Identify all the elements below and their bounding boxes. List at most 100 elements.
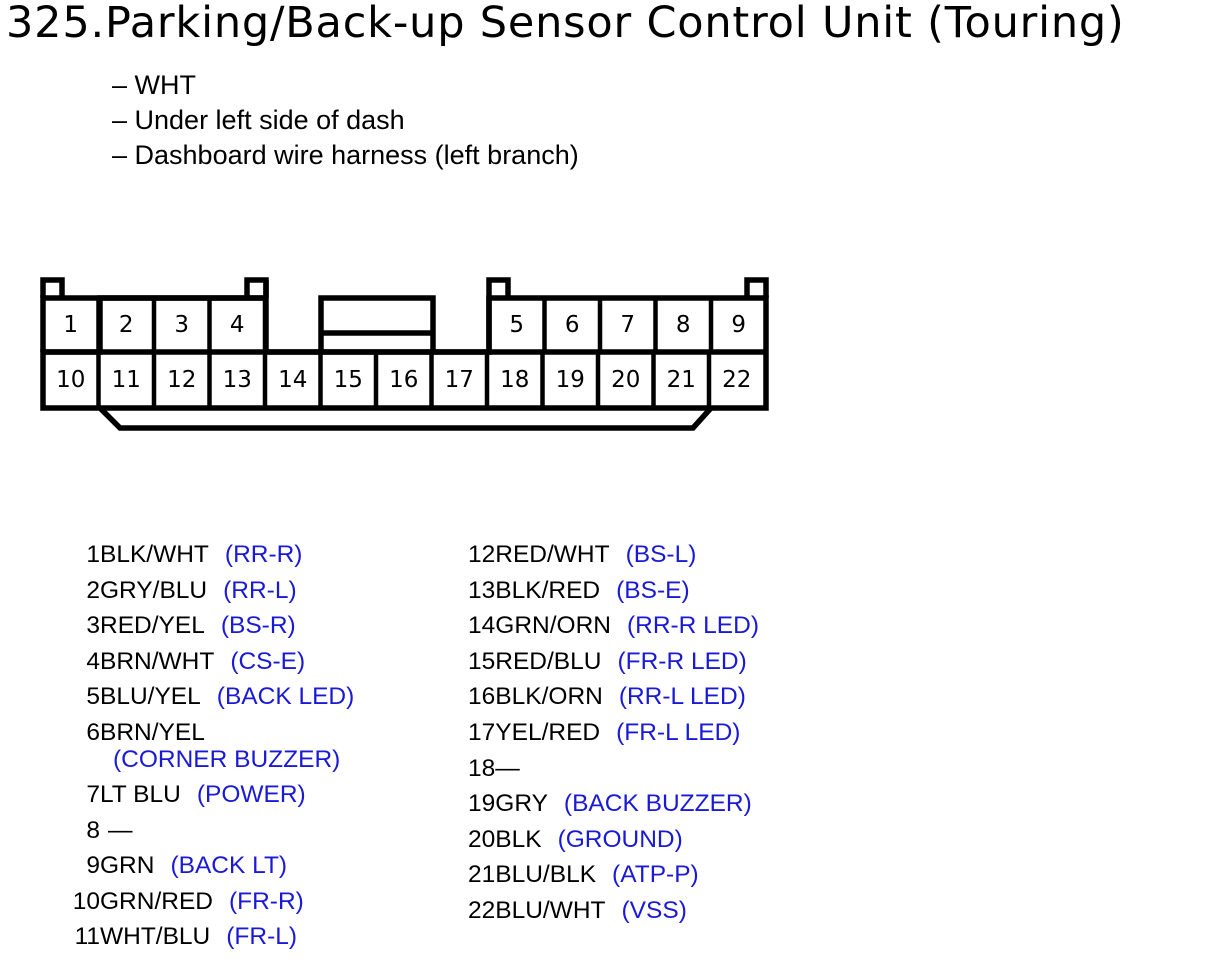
pin-entry: 1BLK/WHT (RR-R) — [72, 537, 452, 573]
wire-color: BRN/YEL — [100, 718, 205, 746]
pin-cavity-18: 18 — [500, 367, 529, 393]
pin-function: (FR-L LED) — [616, 718, 741, 746]
pin-entry: 12RED/WHT(BS-L) — [468, 537, 868, 573]
wire-color: BLU/YEL — [100, 683, 201, 711]
pin-number: 9 — [86, 852, 100, 880]
pin-entry: 3RED/YEL (BS-R) — [72, 608, 452, 644]
pin-number: 17 — [468, 718, 496, 746]
connector-left-inner-latch — [244, 277, 269, 298]
pin-cavity-15: 15 — [334, 367, 363, 393]
pin-cavity-7: 7 — [620, 312, 635, 338]
wire-color: BLK — [495, 825, 542, 853]
wire-color: BLU/WHT — [495, 896, 606, 924]
pin-function: (BACK LED) — [216, 683, 355, 711]
pin-entry: 14GRN/ORN(RR-R LED) — [468, 608, 868, 644]
pin-number: 15 — [468, 647, 496, 675]
pin-cavity-4: 4 — [230, 312, 245, 338]
pin-function: (CS-E) — [230, 647, 306, 675]
pin-cavity-10: 10 — [56, 367, 85, 393]
pin-function: (GROUND) — [557, 825, 683, 853]
wire-color: RED/BLU — [495, 647, 602, 675]
pin-function: (CORNER BUZZER) — [113, 745, 341, 773]
wire-color: GRY/BLU — [100, 576, 208, 604]
wire-color: YEL/RED — [495, 718, 601, 746]
wire-color: GRN/RED — [100, 887, 213, 915]
wire-color: WHT/BLU — [100, 923, 211, 951]
pin-number: 10 — [72, 887, 100, 915]
pin-number: 12 — [468, 541, 496, 568]
pin-cavity-14: 14 — [278, 367, 307, 393]
connector-bottom-key — [98, 406, 714, 431]
pin-function: (BS-R) — [220, 612, 296, 640]
pin-number: 3 — [86, 612, 100, 640]
pin-cavity-5: 5 — [509, 312, 524, 338]
pin-entry: 15RED/BLU(FR-R LED) — [468, 644, 868, 680]
pin-list-right: 12RED/WHT(BS-L)13BLK/RED(BS-E)14GRN/ORN(… — [468, 537, 868, 929]
pin-number: 7 — [86, 780, 100, 808]
wire-color: BLK/WHT — [100, 541, 209, 568]
pin-function: (FR-L) — [226, 923, 298, 951]
pin-entry: 6BRN/YEL(CORNER BUZZER) — [72, 715, 452, 777]
connector-right-inner-latch — [486, 277, 511, 298]
pin-cavity-9: 9 — [731, 312, 746, 338]
pin-entry: 10GRN/RED (FR-R) — [72, 884, 452, 920]
wire-color: GRN/ORN — [495, 612, 611, 640]
pin-number: 18 — [468, 754, 496, 782]
pin-entry: 18— — [468, 751, 868, 787]
pin-cavity-11: 11 — [112, 367, 141, 393]
pin-entry: 20BLK(GROUND) — [468, 822, 868, 858]
pin-entry: 22BLU/WHT (VSS) — [468, 893, 868, 929]
pin-function: (BS-L) — [625, 541, 697, 568]
pin-entry: 19GRY(BACK BUZZER) — [468, 786, 868, 822]
pin-number: 11 — [74, 923, 100, 951]
pin-list-left: 1BLK/WHT(RR-R)2GRY/BLU(RR-L)3RED/YEL(BS-… — [72, 537, 452, 955]
pin-entry: 7LT BLU (POWER) — [72, 777, 452, 813]
wire-color: RED/YEL — [100, 612, 205, 640]
wire-color: BRN/WHT — [100, 647, 215, 675]
pin-entry: 21BLU/BLK(ATP-P) — [468, 857, 868, 893]
pin-cavity-17: 17 — [445, 367, 474, 393]
pin-cavity-13: 13 — [223, 367, 252, 393]
pin-number: 6 — [86, 718, 100, 746]
pin-number: 1 — [86, 541, 100, 568]
pin-number: 8 — [86, 816, 100, 844]
wire-color: — — [495, 754, 520, 782]
pin-cavity-1: 1 — [63, 312, 78, 338]
pin-function: (RR-R LED) — [626, 612, 759, 640]
pin-entry: 8— — [72, 813, 452, 849]
pin-number: 4 — [86, 647, 100, 675]
pin-function: (BS-E) — [616, 576, 690, 604]
page-title: 325.Parking/Back-up Sensor Control Unit … — [6, 0, 1125, 48]
pin-number: 22 — [468, 896, 496, 924]
pin-cavity-6: 6 — [565, 312, 580, 338]
pin-function: (POWER) — [196, 780, 306, 808]
wire-color: GRY — [495, 790, 548, 818]
pin-number: 5 — [86, 683, 100, 711]
pin-number: 13 — [468, 576, 496, 604]
pin-entry: 11WHT/BLU (FR-L) — [72, 919, 452, 955]
pin-cavity-21: 21 — [667, 367, 696, 393]
pin-function: (VSS) — [621, 896, 687, 924]
pin-cavity-22: 22 — [722, 367, 751, 393]
pin-function: (RR-R) — [224, 541, 303, 568]
pin-entry: 4BRN/WHT (CS-E) — [72, 644, 452, 680]
note-color: – WHT — [112, 70, 196, 100]
wire-color: BLU/BLK — [495, 861, 597, 889]
pin-entry: 9GRN(BACK LT) — [72, 848, 452, 884]
pin-entry: 17YEL/RED (FR-L LED) — [468, 715, 868, 751]
connector-center-housing — [318, 295, 436, 352]
pin-cavity-3: 3 — [174, 312, 189, 338]
pin-number: 16 — [468, 683, 496, 711]
pin-cavity-2: 2 — [119, 312, 134, 338]
pin-cavity-16: 16 — [389, 367, 418, 393]
pin-cavity-20: 20 — [611, 367, 640, 393]
pin-entry: 2GRY/BLU(RR-L) — [72, 573, 452, 609]
pin-function: (RR-L) — [223, 576, 297, 604]
note-harness: – Dashboard wire harness (left branch) — [112, 140, 579, 170]
wire-color: LT BLU — [100, 780, 181, 808]
pin-entry: 5BLU/YEL (BACK LED) — [72, 679, 452, 715]
connector-right-latch — [744, 277, 769, 298]
connector-notes: – WHT – Under left side of dash – Dashbo… — [112, 68, 579, 173]
pin-function: (FR-R) — [228, 887, 304, 915]
